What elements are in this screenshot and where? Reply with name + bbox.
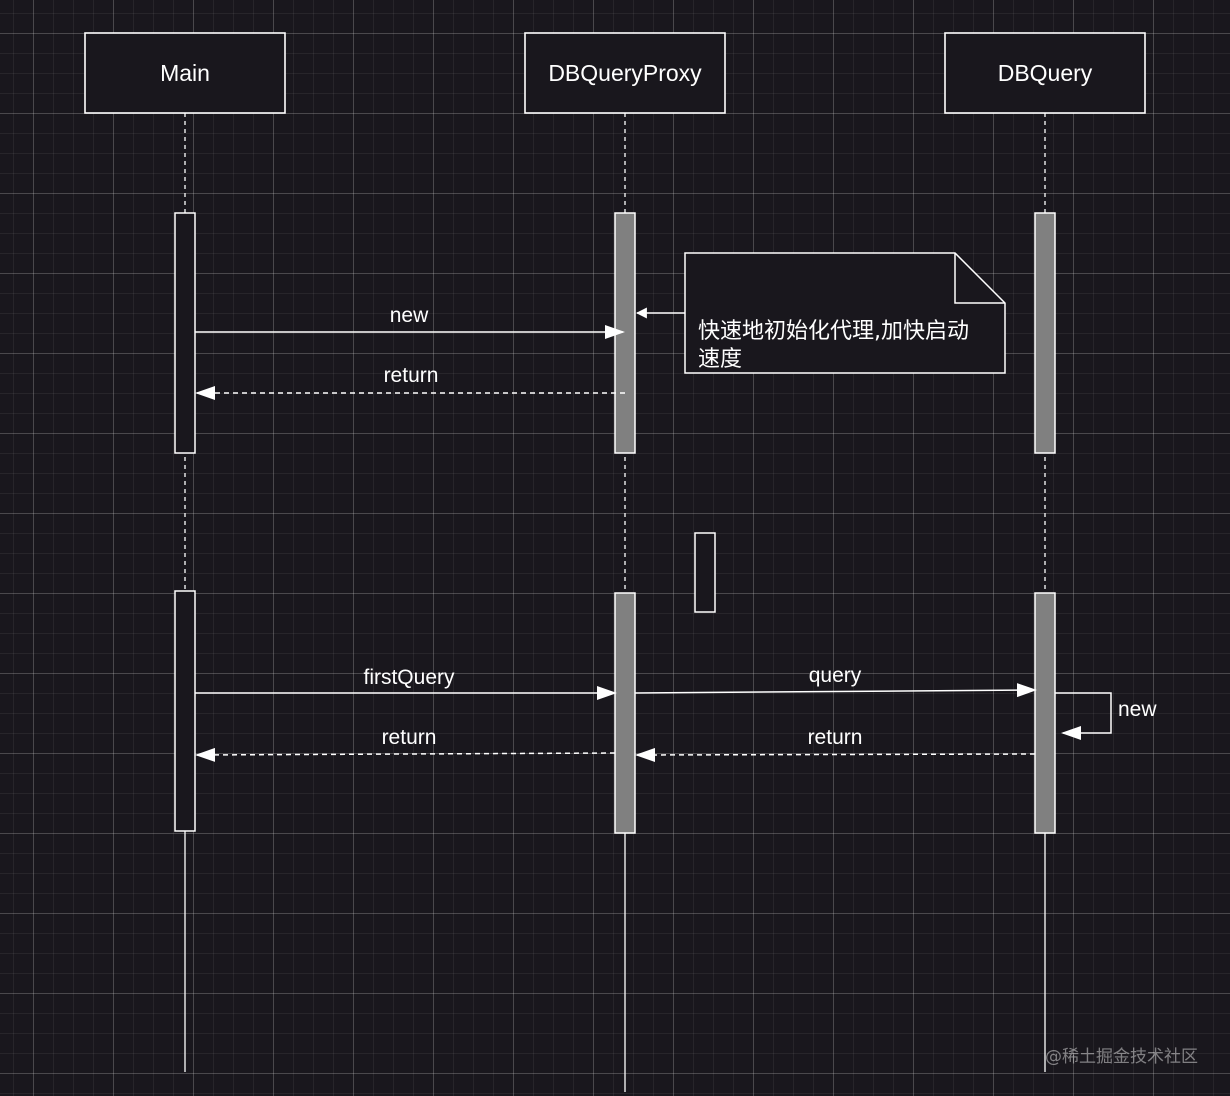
participant-proxy[interactable]: DBQueryProxy bbox=[524, 32, 726, 114]
message-first-query[interactable]: firstQuery bbox=[195, 666, 617, 700]
activation-dbquery-1[interactable] bbox=[1034, 212, 1056, 454]
message-return-1[interactable]: return bbox=[195, 364, 625, 400]
message-query[interactable]: query bbox=[634, 664, 1037, 698]
message-return-2-label: return bbox=[382, 726, 437, 749]
note-line-2: 速度 bbox=[698, 347, 742, 372]
participant-dbquery[interactable]: DBQuery bbox=[944, 32, 1146, 114]
message-return-2[interactable]: return bbox=[195, 726, 616, 762]
message-first-query-label: firstQuery bbox=[363, 666, 455, 689]
message-return-3[interactable]: return bbox=[635, 726, 1036, 762]
note-line-1: 快速地初始化代理,加快启动 bbox=[698, 319, 969, 344]
activation-main-1[interactable] bbox=[174, 212, 196, 454]
message-return-1-label: return bbox=[384, 364, 439, 387]
message-self-new[interactable]: new bbox=[1055, 692, 1157, 740]
watermark-text: @稀土掘金技术社区 bbox=[1045, 1047, 1198, 1067]
message-query-label: query bbox=[809, 664, 862, 687]
activation-proxy-1[interactable] bbox=[614, 212, 636, 454]
participant-main-label: Main bbox=[160, 60, 210, 86]
activation-main-2[interactable] bbox=[174, 590, 196, 832]
activation-dbquery-2[interactable] bbox=[1034, 592, 1056, 834]
small-box[interactable] bbox=[694, 532, 716, 613]
participant-proxy-label: DBQueryProxy bbox=[548, 60, 702, 86]
message-self-new-label: new bbox=[1118, 698, 1157, 721]
note-fast-init[interactable]: 快速地初始化代理,加快启动 速度 bbox=[684, 252, 1006, 374]
message-return-3-label: return bbox=[808, 726, 863, 749]
message-new-label: new bbox=[390, 304, 429, 327]
participant-dbquery-label: DBQuery bbox=[998, 60, 1093, 86]
message-new[interactable]: new bbox=[195, 304, 625, 339]
activation-proxy-2[interactable] bbox=[614, 592, 636, 834]
participant-main[interactable]: Main bbox=[84, 32, 286, 114]
